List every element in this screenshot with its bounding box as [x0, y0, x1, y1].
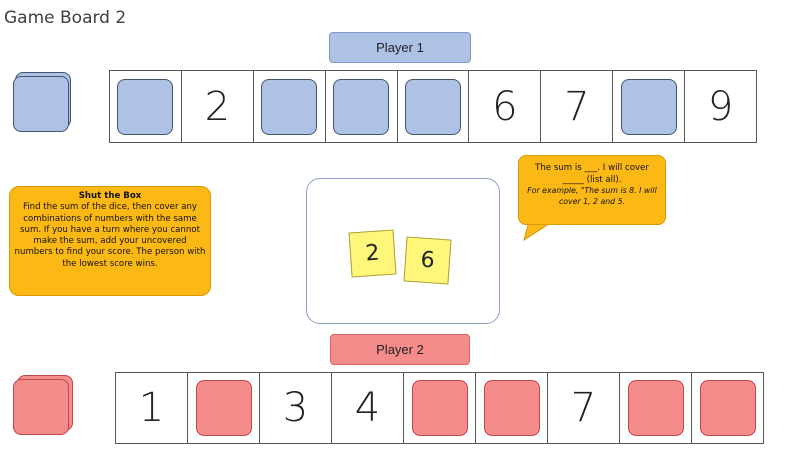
- player2-cell[interactable]: 7: [548, 373, 620, 443]
- rules-text: Find the sum of the dice, then cover any…: [14, 202, 206, 269]
- board-title: Game Board 2: [4, 8, 127, 28]
- player1-cell[interactable]: [326, 71, 398, 142]
- cover-tile[interactable]: [699, 380, 756, 436]
- player1-cell[interactable]: 7: [541, 71, 614, 142]
- box-number: 4: [354, 385, 381, 431]
- cover-tile[interactable]: [261, 78, 318, 135]
- cover-tile[interactable]: [405, 78, 461, 135]
- player2-cell[interactable]: [692, 373, 763, 443]
- player-1-cover-stack[interactable]: [13, 72, 71, 132]
- player2-cell[interactable]: [620, 373, 692, 443]
- die[interactable]: 6: [403, 236, 452, 285]
- box-number: 2: [204, 83, 231, 130]
- box-number: 7: [564, 83, 590, 130]
- player1-cell[interactable]: 9: [685, 71, 756, 142]
- player-2-label[interactable]: Player 2: [330, 334, 470, 365]
- player2-cell[interactable]: 4: [332, 373, 404, 443]
- player2-cell[interactable]: [404, 373, 476, 443]
- dice-tray: [306, 178, 500, 324]
- box-number: 3: [282, 385, 309, 431]
- player2-cell[interactable]: [188, 373, 260, 443]
- cover-tile[interactable]: [620, 78, 677, 135]
- player1-cell[interactable]: [613, 71, 686, 142]
- player1-cell[interactable]: [398, 71, 470, 142]
- rules-note[interactable]: Shut the Box Find the sum of the dice, t…: [9, 186, 211, 296]
- sentence-frame-text: The sum is ___. I will cover _____ (list…: [535, 163, 649, 185]
- cover-tile[interactable]: [13, 379, 69, 435]
- player2-cell[interactable]: [476, 373, 548, 443]
- cover-tile[interactable]: [117, 78, 174, 135]
- player1-cell[interactable]: [110, 71, 182, 142]
- box-number: 9: [707, 83, 734, 130]
- player-2-cover-stack[interactable]: [13, 375, 73, 435]
- sentence-frame-example: For example, "The sum is 8. I will cover…: [527, 186, 657, 206]
- box-number: 7: [570, 385, 597, 431]
- cover-tile[interactable]: [13, 76, 69, 132]
- cover-tile[interactable]: [627, 380, 684, 436]
- cover-tile[interactable]: [333, 78, 390, 135]
- die[interactable]: 2: [348, 229, 397, 278]
- player-1-label[interactable]: Player 1: [329, 32, 471, 63]
- sentence-frame-bubble[interactable]: The sum is ___. I will cover _____ (list…: [518, 155, 666, 225]
- box-number: 1: [138, 385, 165, 431]
- player2-cell[interactable]: 1: [116, 373, 188, 443]
- cover-tile[interactable]: [411, 380, 468, 436]
- player1-cell[interactable]: 2: [182, 71, 254, 142]
- rules-title: Shut the Box: [78, 191, 142, 201]
- cover-tile[interactable]: [483, 380, 540, 436]
- cover-tile[interactable]: [195, 380, 252, 436]
- player1-cell[interactable]: [254, 71, 326, 142]
- player2-cell[interactable]: 3: [260, 373, 332, 443]
- player1-cell[interactable]: 6: [469, 71, 542, 142]
- box-number: 6: [492, 83, 518, 130]
